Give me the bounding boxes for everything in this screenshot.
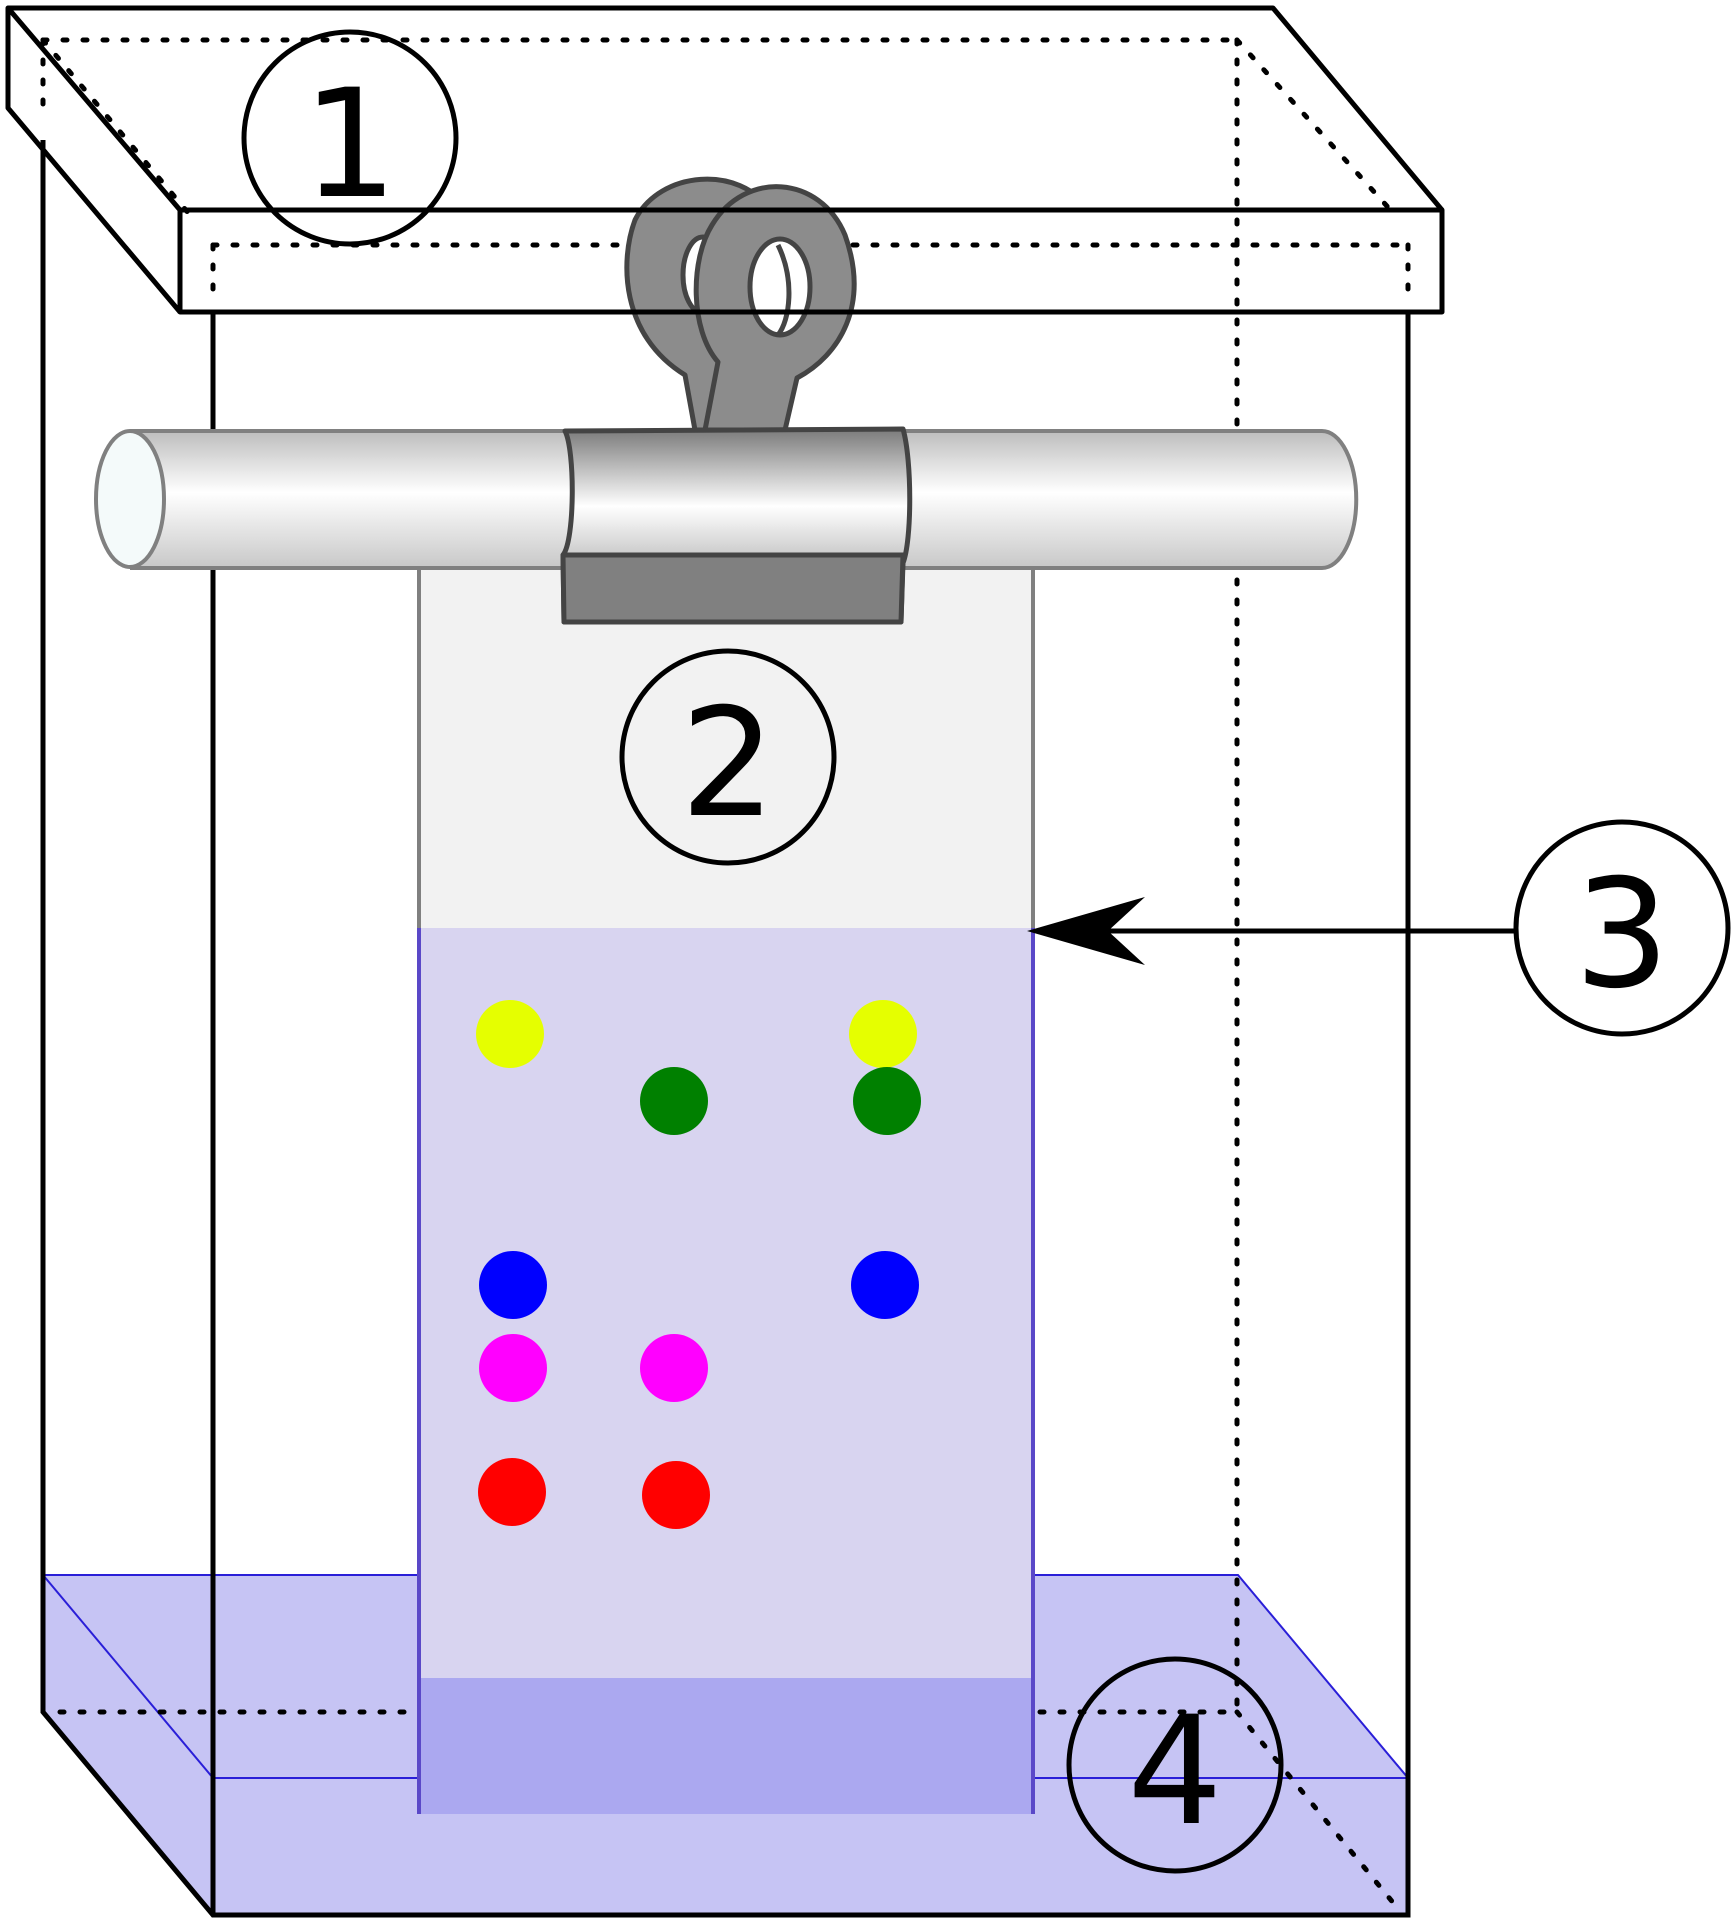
tank-lid: [5, 5, 1445, 315]
rod-left-end: [94, 429, 166, 569]
spot-magenta-lane1: [479, 1334, 547, 1402]
spot-green-lane2: [640, 1067, 708, 1135]
callout-1-text: 1: [302, 58, 397, 232]
callout-1: 1: [241, 29, 459, 247]
spot-yellow-lane1: [476, 1000, 544, 1068]
callout-3: 3: [1513, 819, 1731, 1037]
lid-top-and-side: [5, 5, 1444, 212]
lid-left-side: [5, 8, 182, 314]
arrow-head: [1027, 897, 1145, 965]
spot-blue-lane1: [479, 1251, 547, 1319]
solvent-left-side: [43, 1575, 213, 1915]
spot-green-lane3: [853, 1067, 921, 1135]
spot-yellow-lane3: [849, 1000, 917, 1068]
spot-magenta-lane2: [640, 1334, 708, 1402]
callout-4-text: 4: [1127, 1685, 1222, 1859]
lid-front-face: [177, 207, 1445, 315]
callout-4: 4: [1066, 1656, 1284, 1874]
rod-right-end: [1321, 429, 1359, 570]
separated-spots: [476, 1000, 921, 1529]
tank-outline: [40, 140, 1411, 1918]
spot-red-lane1: [478, 1458, 546, 1526]
spot-red-lane2: [642, 1461, 710, 1529]
paper-submerged-region: [419, 1678, 1033, 1814]
solvent-front-indicator: [1027, 897, 1516, 965]
spot-blue-lane3: [851, 1251, 919, 1319]
callout-3-text: 3: [1574, 848, 1669, 1022]
callout-2-text: 2: [680, 677, 775, 851]
callout-2: 2: [619, 648, 837, 866]
clip-jaw: [560, 552, 906, 625]
